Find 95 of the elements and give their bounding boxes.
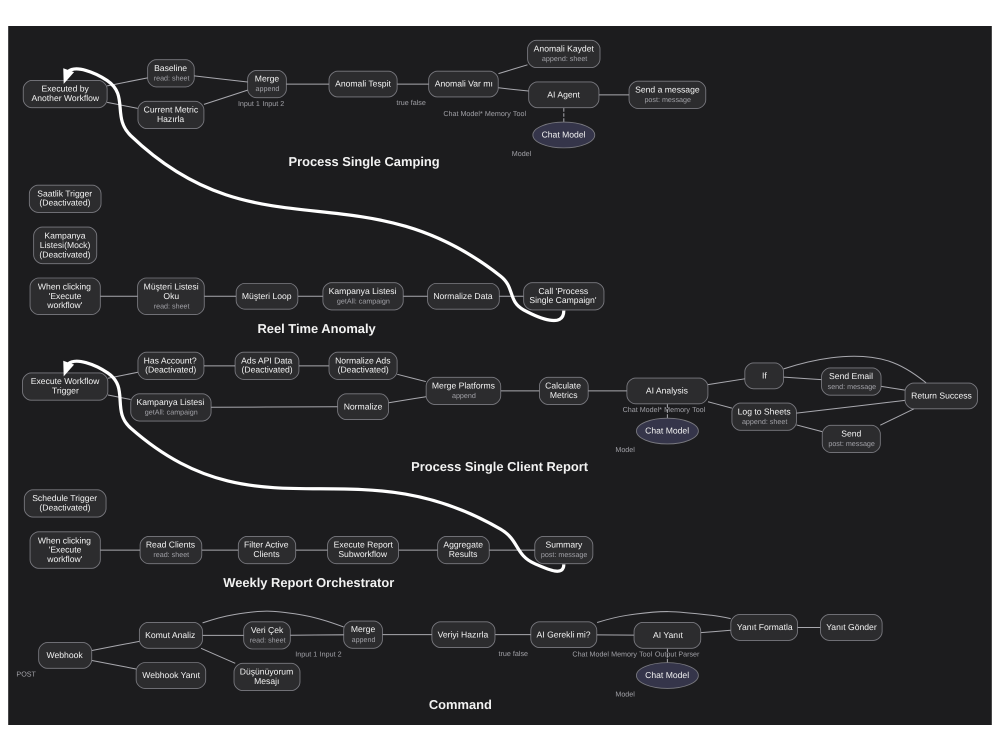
connector	[397, 83, 429, 84]
connector	[204, 295, 236, 296]
connector	[202, 610, 344, 627]
connector	[880, 408, 914, 426]
connector	[700, 629, 731, 633]
node-box: Has Account? (Deactivated)	[138, 351, 204, 380]
connector	[499, 295, 524, 296]
label: Process Single Client Report	[411, 458, 588, 474]
connector	[666, 648, 668, 662]
connector	[666, 403, 668, 418]
arrow	[63, 359, 566, 572]
node-box: AI Gerekli mi?	[530, 620, 598, 648]
connector	[202, 634, 244, 636]
node-ellipse: Chat Model	[636, 662, 699, 688]
node-box: Webhook Yanıt	[136, 662, 206, 688]
connector	[596, 610, 731, 622]
node-box: Anomali Tespit	[328, 70, 398, 97]
node-box: AI Analysis	[626, 377, 708, 404]
connector	[290, 634, 344, 636]
node-ellipse: Chat Model	[636, 417, 699, 444]
node-box: AI Yanıt	[634, 622, 702, 648]
connector	[204, 364, 236, 366]
connector	[563, 107, 564, 122]
node-box: Webhook	[38, 642, 92, 668]
node-ellipse: Chat Model	[532, 121, 596, 148]
connector	[108, 394, 131, 400]
connector	[796, 424, 822, 432]
connector	[298, 364, 329, 366]
connector	[382, 634, 432, 635]
node-box: Aggregate Results	[437, 536, 490, 564]
node-box: Schedule Trigger (Deactivated)	[24, 488, 106, 518]
label: Process Single Camping	[288, 154, 440, 169]
node-box: Call 'Process Single Campaign'	[523, 282, 604, 310]
connector	[397, 373, 426, 382]
connector	[596, 634, 634, 636]
connector	[388, 396, 426, 403]
connector	[398, 549, 438, 550]
node-box: AI Agent	[528, 81, 600, 108]
connector	[708, 378, 745, 385]
label: Command	[428, 696, 492, 712]
label: Weekly Report Orchestrator	[223, 574, 394, 590]
node-box: Müşteri Loop	[236, 282, 298, 310]
node-box: When clicking 'Execute workflow'	[30, 530, 101, 568]
node-box: Ads API Data (Deactivated)	[234, 351, 300, 380]
label: Reel Time Anomaly	[258, 320, 376, 336]
node-box: Düşünüyorum Mesajı	[234, 662, 300, 691]
node-box: Current Metric Hazırla	[138, 100, 204, 128]
node-box: Komut Analiz	[138, 622, 203, 648]
node-box: Yanıt Gönder	[820, 614, 883, 640]
node-box: Normalize Data	[427, 282, 500, 310]
connector	[495, 634, 531, 635]
node-box: Normalize	[337, 392, 389, 420]
connector	[798, 626, 820, 628]
connector	[708, 400, 732, 408]
connector	[194, 74, 248, 82]
connector	[107, 76, 148, 86]
node-box: When clicking 'Execute workflow'	[30, 277, 101, 314]
connector	[286, 83, 329, 84]
node-box: Anomali Var mı	[428, 70, 499, 97]
connector	[498, 64, 528, 74]
connector	[599, 94, 629, 95]
connector	[784, 355, 926, 383]
connector	[498, 86, 529, 92]
connector	[403, 295, 428, 296]
node-box: Return Success	[904, 382, 978, 409]
connector	[784, 376, 822, 380]
connector	[501, 390, 540, 391]
connector	[588, 390, 627, 391]
node-box: Calculate Metrics	[539, 376, 589, 404]
node-box: If	[744, 362, 784, 389]
connector	[92, 659, 136, 669]
connector	[489, 549, 535, 550]
connector	[92, 640, 140, 650]
arrow	[63, 67, 566, 322]
node-box: Yanıt Formatla	[730, 614, 798, 640]
node-box: Executed by Another Workflow	[22, 80, 108, 108]
connector	[211, 406, 338, 408]
node-box: Filter Active Clients	[238, 536, 296, 564]
connector	[108, 371, 138, 378]
connector	[298, 295, 323, 296]
connector	[200, 647, 236, 664]
node-box: Execute Report Subworkflow	[327, 536, 399, 564]
connector	[881, 385, 905, 390]
node-box: Normalize Ads (Deactivated)	[328, 351, 398, 380]
node-box: Execute Workflow Trigger	[22, 372, 108, 400]
connector	[100, 295, 138, 296]
connector	[796, 399, 905, 414]
connector	[100, 549, 140, 550]
node-box: Veriyi Hazırla	[431, 620, 496, 648]
connector	[107, 101, 138, 108]
connector	[204, 89, 248, 104]
connector	[296, 549, 328, 550]
connector	[202, 549, 238, 550]
node-box: Kampanya Listesi(Mock) (Deactivated)	[33, 226, 98, 264]
node-box: Saatlik Trigger (Deactivated)	[28, 184, 102, 212]
